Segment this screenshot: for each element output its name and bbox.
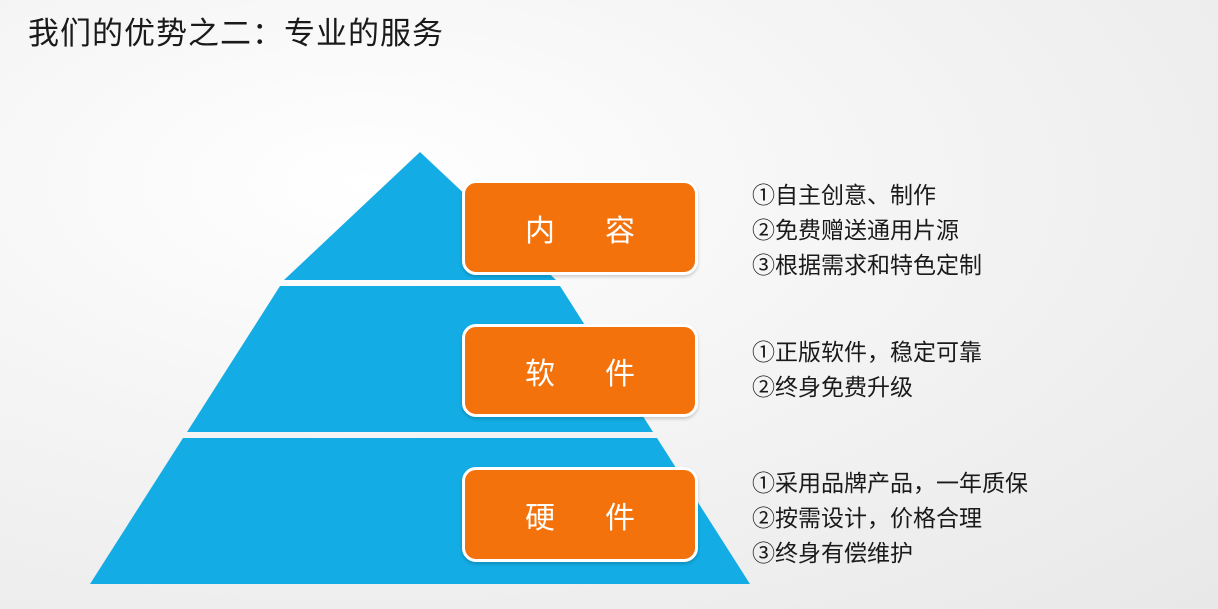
- description-software: ①正版软件，稳定可靠 ②终身免费升级: [752, 335, 982, 405]
- description-line: ①正版软件，稳定可靠: [752, 339, 982, 365]
- page-title: 我们的优势之二：专业的服务: [28, 16, 444, 51]
- description-hardware: ①采用品牌产品，一年质保 ②按需设计，价格合理 ③终身有偿维护: [752, 466, 1028, 571]
- pyramid-label-content: 内 容: [462, 180, 698, 275]
- description-line: ③根据需求和特色定制: [752, 252, 982, 278]
- description-line: ①采用品牌产品，一年质保: [752, 470, 1028, 496]
- pyramid-label-software: 软 件: [462, 324, 698, 417]
- pyramid-label-hardware: 硬 件: [462, 467, 698, 562]
- description-line: ②按需设计，价格合理: [752, 505, 982, 531]
- description-line: ①自主创意、制作: [752, 182, 936, 208]
- description-line: ②免费赠送通用片源: [752, 217, 959, 243]
- description-line: ③终身有偿维护: [752, 540, 913, 566]
- description-content: ①自主创意、制作 ②免费赠送通用片源 ③根据需求和特色定制: [752, 178, 982, 283]
- description-line: ②终身免费升级: [752, 374, 913, 400]
